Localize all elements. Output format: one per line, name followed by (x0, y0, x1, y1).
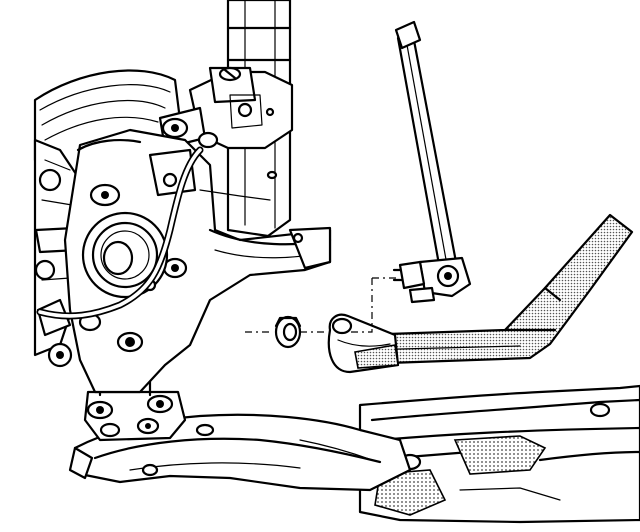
stabilizer-bar-icon (327, 213, 634, 374)
ball-joint-icon (83, 376, 187, 442)
bushing-icon (274, 315, 302, 349)
strut-bracket-icon (158, 66, 294, 150)
assembly-guide-lines (245, 277, 398, 333)
brake-hose-icon (36, 131, 219, 320)
subframe-icon (358, 384, 640, 524)
steering-knuckle-icon (63, 128, 332, 394)
stabilizer-link-icon (392, 20, 472, 304)
